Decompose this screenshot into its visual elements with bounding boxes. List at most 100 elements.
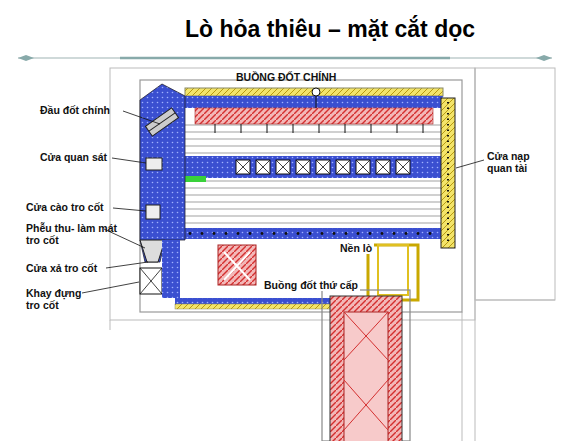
rear-door [447,102,449,244]
air-channel-boxes [236,160,250,174]
hearth-dots [333,232,336,235]
air-channel-boxes [236,160,250,174]
front-head [140,84,185,262]
hearth-dots [237,232,240,235]
title-rule [18,55,552,61]
part-label: Khay đựng tro cốt [26,287,96,311]
secondary-chamber [224,252,250,280]
main-chamber [195,108,433,124]
hearth-dots [297,232,300,235]
part-label: Cửa xả tro cốt [26,262,97,274]
leader-lines [123,111,160,124]
main-chamber [180,228,442,239]
chamber-ticks [371,124,372,133]
circle-marker [312,88,320,96]
front-head [140,240,165,262]
hearth-dots [201,232,204,235]
chamber-ticks [215,124,216,133]
flue-duct [344,312,388,441]
air-channel-boxes [356,160,370,174]
hearth-dots [261,232,264,235]
front-head [146,158,162,170]
hearth-dots [309,232,312,235]
air-channel-boxes [256,160,270,174]
air-channel-boxes [256,160,270,174]
furnace-frame [140,80,462,312]
chamber-ticks [319,124,320,133]
air-channel-boxes [336,160,350,174]
air-channel-boxes [396,160,410,174]
flue-duct [344,312,388,430]
leader-lines [456,160,484,168]
chamber-ticks [241,124,242,133]
title-rule [120,57,450,60]
part-label: Cửa nạp quan tài [487,150,551,174]
hearth-dots [357,232,360,235]
part-label: Nền lò [338,242,374,254]
leader-lines [112,158,146,163]
air-channel-boxes [316,160,330,174]
air-channel-boxes [296,160,310,174]
part-label: Cửa quan sát [40,151,107,163]
title: Lò hỏa thiêu – mặt cắt dọc [185,16,475,43]
air-channel-boxes [296,160,310,174]
hearth-dots [225,232,228,235]
air-channel-boxes [276,160,290,174]
air-channel-boxes [376,160,390,174]
title-rule [18,58,552,59]
hearth-dots [249,232,252,235]
rear-door [441,98,455,248]
front-head [146,205,160,219]
flue-duct [378,245,408,295]
main-chamber [180,156,442,178]
title-rule [18,55,552,61]
hearth-dots [213,232,216,235]
air-channel-boxes [256,160,270,174]
circle-marker [312,88,320,108]
part-label: BUỒNG ĐỐT CHÍNH [236,71,336,83]
leader-lines [113,208,146,211]
air-channel-boxes [396,160,410,174]
hearth-dots [285,232,288,235]
flue-duct [322,245,418,441]
main-chamber [175,96,443,108]
rear-door [441,98,455,248]
air-channel-boxes [396,160,410,174]
air-channel-boxes [336,160,350,174]
air-channel-boxes [276,160,290,174]
air-channel-boxes [236,160,410,174]
building-outline [462,312,463,441]
building-outline [475,68,555,300]
leader-lines [82,111,484,293]
air-channel-boxes [316,160,330,174]
part-label: Phễu thu- làm mát tro cốt [26,222,118,246]
leader-lines [106,262,148,268]
air-channel-boxes [296,160,310,174]
flue-duct [330,296,402,441]
hearth-dots [429,232,432,235]
air-channel-boxes [356,160,370,174]
furnace-frame [140,80,462,312]
main-chamber [175,88,443,239]
air-channel-boxes [316,160,330,174]
building-outline [475,300,555,301]
chamber-ticks [293,124,294,133]
hearth-dots [381,232,384,235]
part-label: Cửa cào tro cốt [26,201,104,213]
secondary-chamber [175,304,335,309]
front-head [149,113,175,131]
ash-tray [140,268,162,294]
ash-tray [140,268,162,294]
secondary-chamber [162,240,335,309]
hearth-dots [405,232,408,235]
air-channel-boxes [236,160,250,174]
building-outline [110,68,475,320]
front-head [145,108,178,136]
front-head [140,84,185,262]
hearth-dots [273,232,276,235]
air-channel-boxes [376,160,390,174]
hearth-dots [321,232,324,235]
air-channel-boxes [356,160,370,174]
